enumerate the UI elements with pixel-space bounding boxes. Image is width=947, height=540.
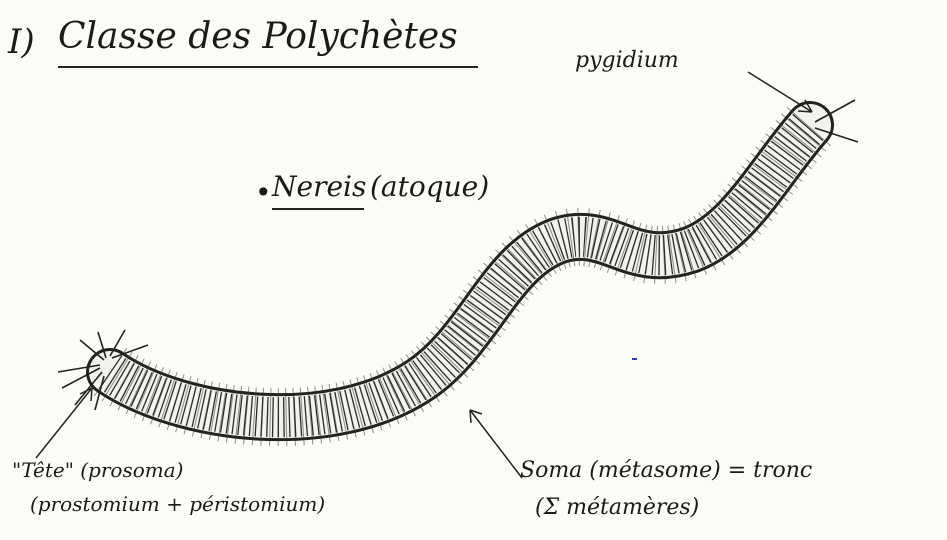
soma-arrow	[470, 410, 522, 478]
page-title: Classe des Polychètes	[58, 16, 458, 57]
pygidium-label: pygidium	[575, 48, 679, 73]
species-note: (atoque)	[370, 170, 489, 203]
soma-label: Soma (métasome) = tronc	[520, 458, 812, 483]
pygidium-arrow	[748, 72, 812, 112]
head-detail-label: (prostomium + péristomium)	[30, 492, 325, 516]
head-label: "Tête" (prosoma)	[12, 458, 183, 482]
title-underline	[58, 66, 478, 68]
soma-detail-label: (Σ métamères)	[535, 495, 699, 520]
species-bullet: •	[255, 176, 272, 209]
species-name: Nereis	[272, 170, 366, 203]
head-arrow	[36, 388, 92, 458]
section-number: I)	[8, 22, 35, 62]
species-underline	[272, 208, 364, 210]
ink-speck	[632, 358, 637, 360]
